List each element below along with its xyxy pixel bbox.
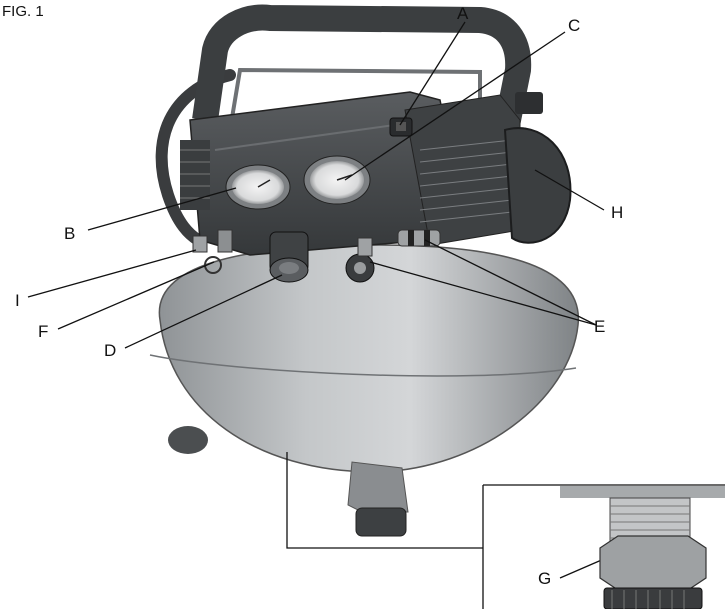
callout-c: C <box>568 16 581 35</box>
callout-d: D <box>104 341 117 360</box>
leader-c <box>344 31 566 181</box>
tank-pressure-coupler <box>217 229 233 253</box>
drain-knob <box>603 587 703 610</box>
leader-e2 <box>424 239 597 326</box>
drain-hex-nut <box>599 535 707 591</box>
leader-f <box>57 261 215 330</box>
leader-lines <box>27 21 621 579</box>
tank-pressure-gauge <box>225 164 291 210</box>
outlet-pressure-gauge <box>303 155 371 205</box>
detail-connector <box>286 452 483 549</box>
cooling-fins-left <box>180 140 210 210</box>
quick-coupler-front <box>345 237 375 283</box>
callout-i: I <box>15 291 20 310</box>
callout-b: B <box>64 224 76 243</box>
leader-a <box>399 21 466 126</box>
on-off-switch <box>389 117 413 137</box>
rear-foot <box>168 426 208 454</box>
leader-d <box>124 274 283 349</box>
callout-a: A <box>457 4 469 23</box>
air-hose <box>155 69 236 246</box>
cord-wrap <box>503 92 572 244</box>
drain-valve-detail <box>482 484 725 610</box>
regulator-knob <box>269 231 309 283</box>
callout-h: H <box>611 203 624 222</box>
figure-title: FIG. 1 <box>2 3 44 20</box>
callout-g: G <box>538 569 552 588</box>
cooling-fins-right <box>404 94 521 246</box>
callout-e: E <box>594 317 606 336</box>
leader-i <box>27 249 197 298</box>
leader-e1 <box>369 261 597 326</box>
front-foot <box>347 461 409 537</box>
safety-valve <box>192 235 222 274</box>
leader-b <box>87 187 237 231</box>
callout-f: F <box>38 322 49 341</box>
leader-h <box>534 169 605 211</box>
